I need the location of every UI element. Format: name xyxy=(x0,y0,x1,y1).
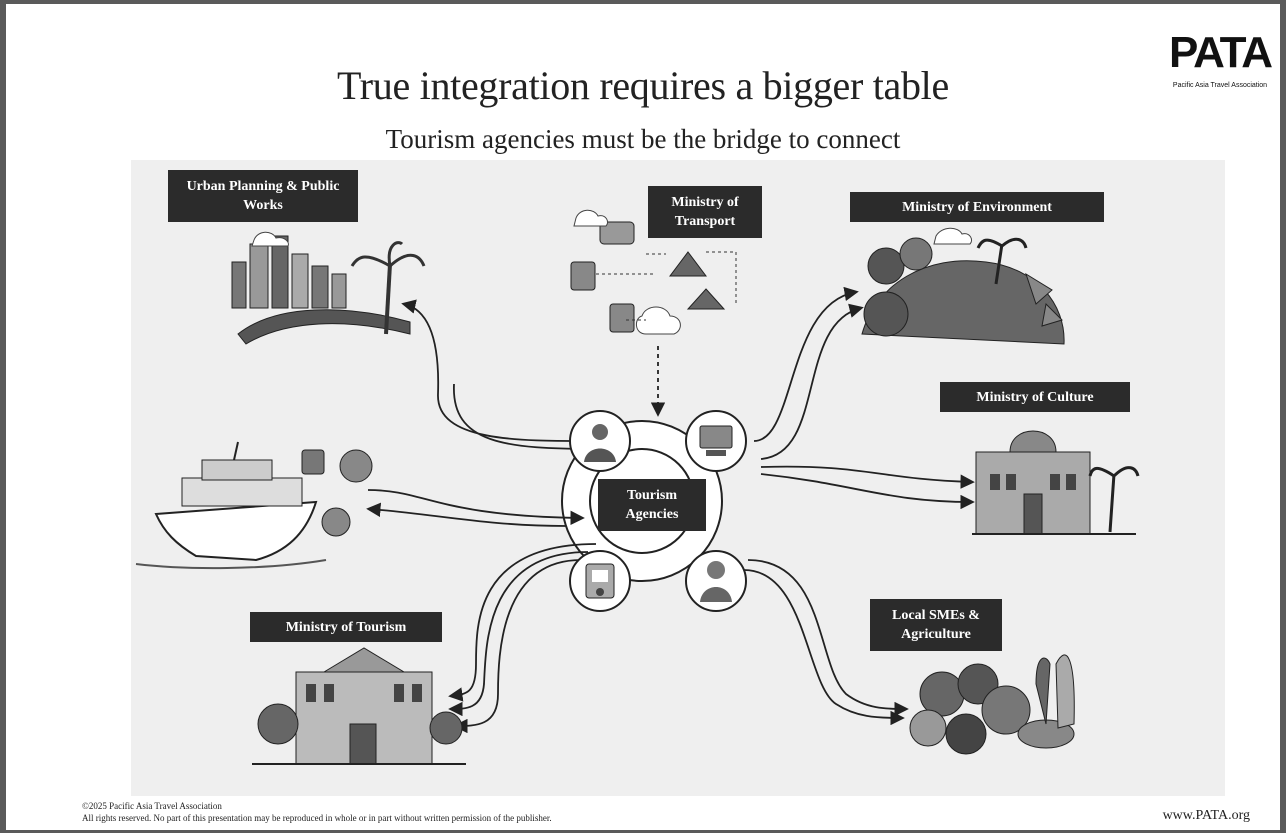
guide-icon xyxy=(700,561,732,602)
footer-url[interactable]: www.PATA.org xyxy=(1162,808,1250,823)
transport-icon xyxy=(570,209,737,335)
computer-icon xyxy=(699,425,733,456)
node-transport: Ministry of Transport xyxy=(648,186,762,238)
culture-building-icon xyxy=(972,430,1140,535)
page-subtitle: Tourism agencies must be the bridge to c… xyxy=(385,124,901,154)
cruise-ship-icon xyxy=(135,441,373,570)
slide: True integration requires a bigger table… xyxy=(6,4,1280,830)
node-urban-planning: Urban Planning & Public Works xyxy=(168,170,358,222)
page-title: True integration requires a bigger table xyxy=(337,63,949,108)
node-center: Tourism Agencies xyxy=(598,479,706,531)
node-tourism: Ministry of Tourism xyxy=(250,612,442,642)
official-icon xyxy=(584,424,616,462)
footer-rights: All rights reserved. No part of this pre… xyxy=(82,813,552,823)
footer-copyright: ©2025 Pacific Asia Travel Association xyxy=(82,801,222,811)
diagram-art xyxy=(135,209,1140,765)
logo-wordmark: PATA xyxy=(1169,28,1273,77)
node-environment: Ministry of Environment xyxy=(850,192,1104,222)
node-culture: Ministry of Culture xyxy=(940,382,1130,412)
node-smes: Local SMEs & Agriculture xyxy=(870,599,1002,651)
hotel-card-icon xyxy=(585,563,615,599)
pata-logo: PATA Pacific Asia Travel Association xyxy=(1164,28,1276,100)
flow-lines xyxy=(366,286,975,734)
city-skyline-icon xyxy=(231,231,426,345)
tourism-building-icon xyxy=(252,647,466,765)
produce-icon xyxy=(909,654,1075,755)
environment-icon xyxy=(861,227,1065,345)
role-circles xyxy=(569,410,747,612)
logo-tagline: Pacific Asia Travel Association xyxy=(1172,82,1268,89)
